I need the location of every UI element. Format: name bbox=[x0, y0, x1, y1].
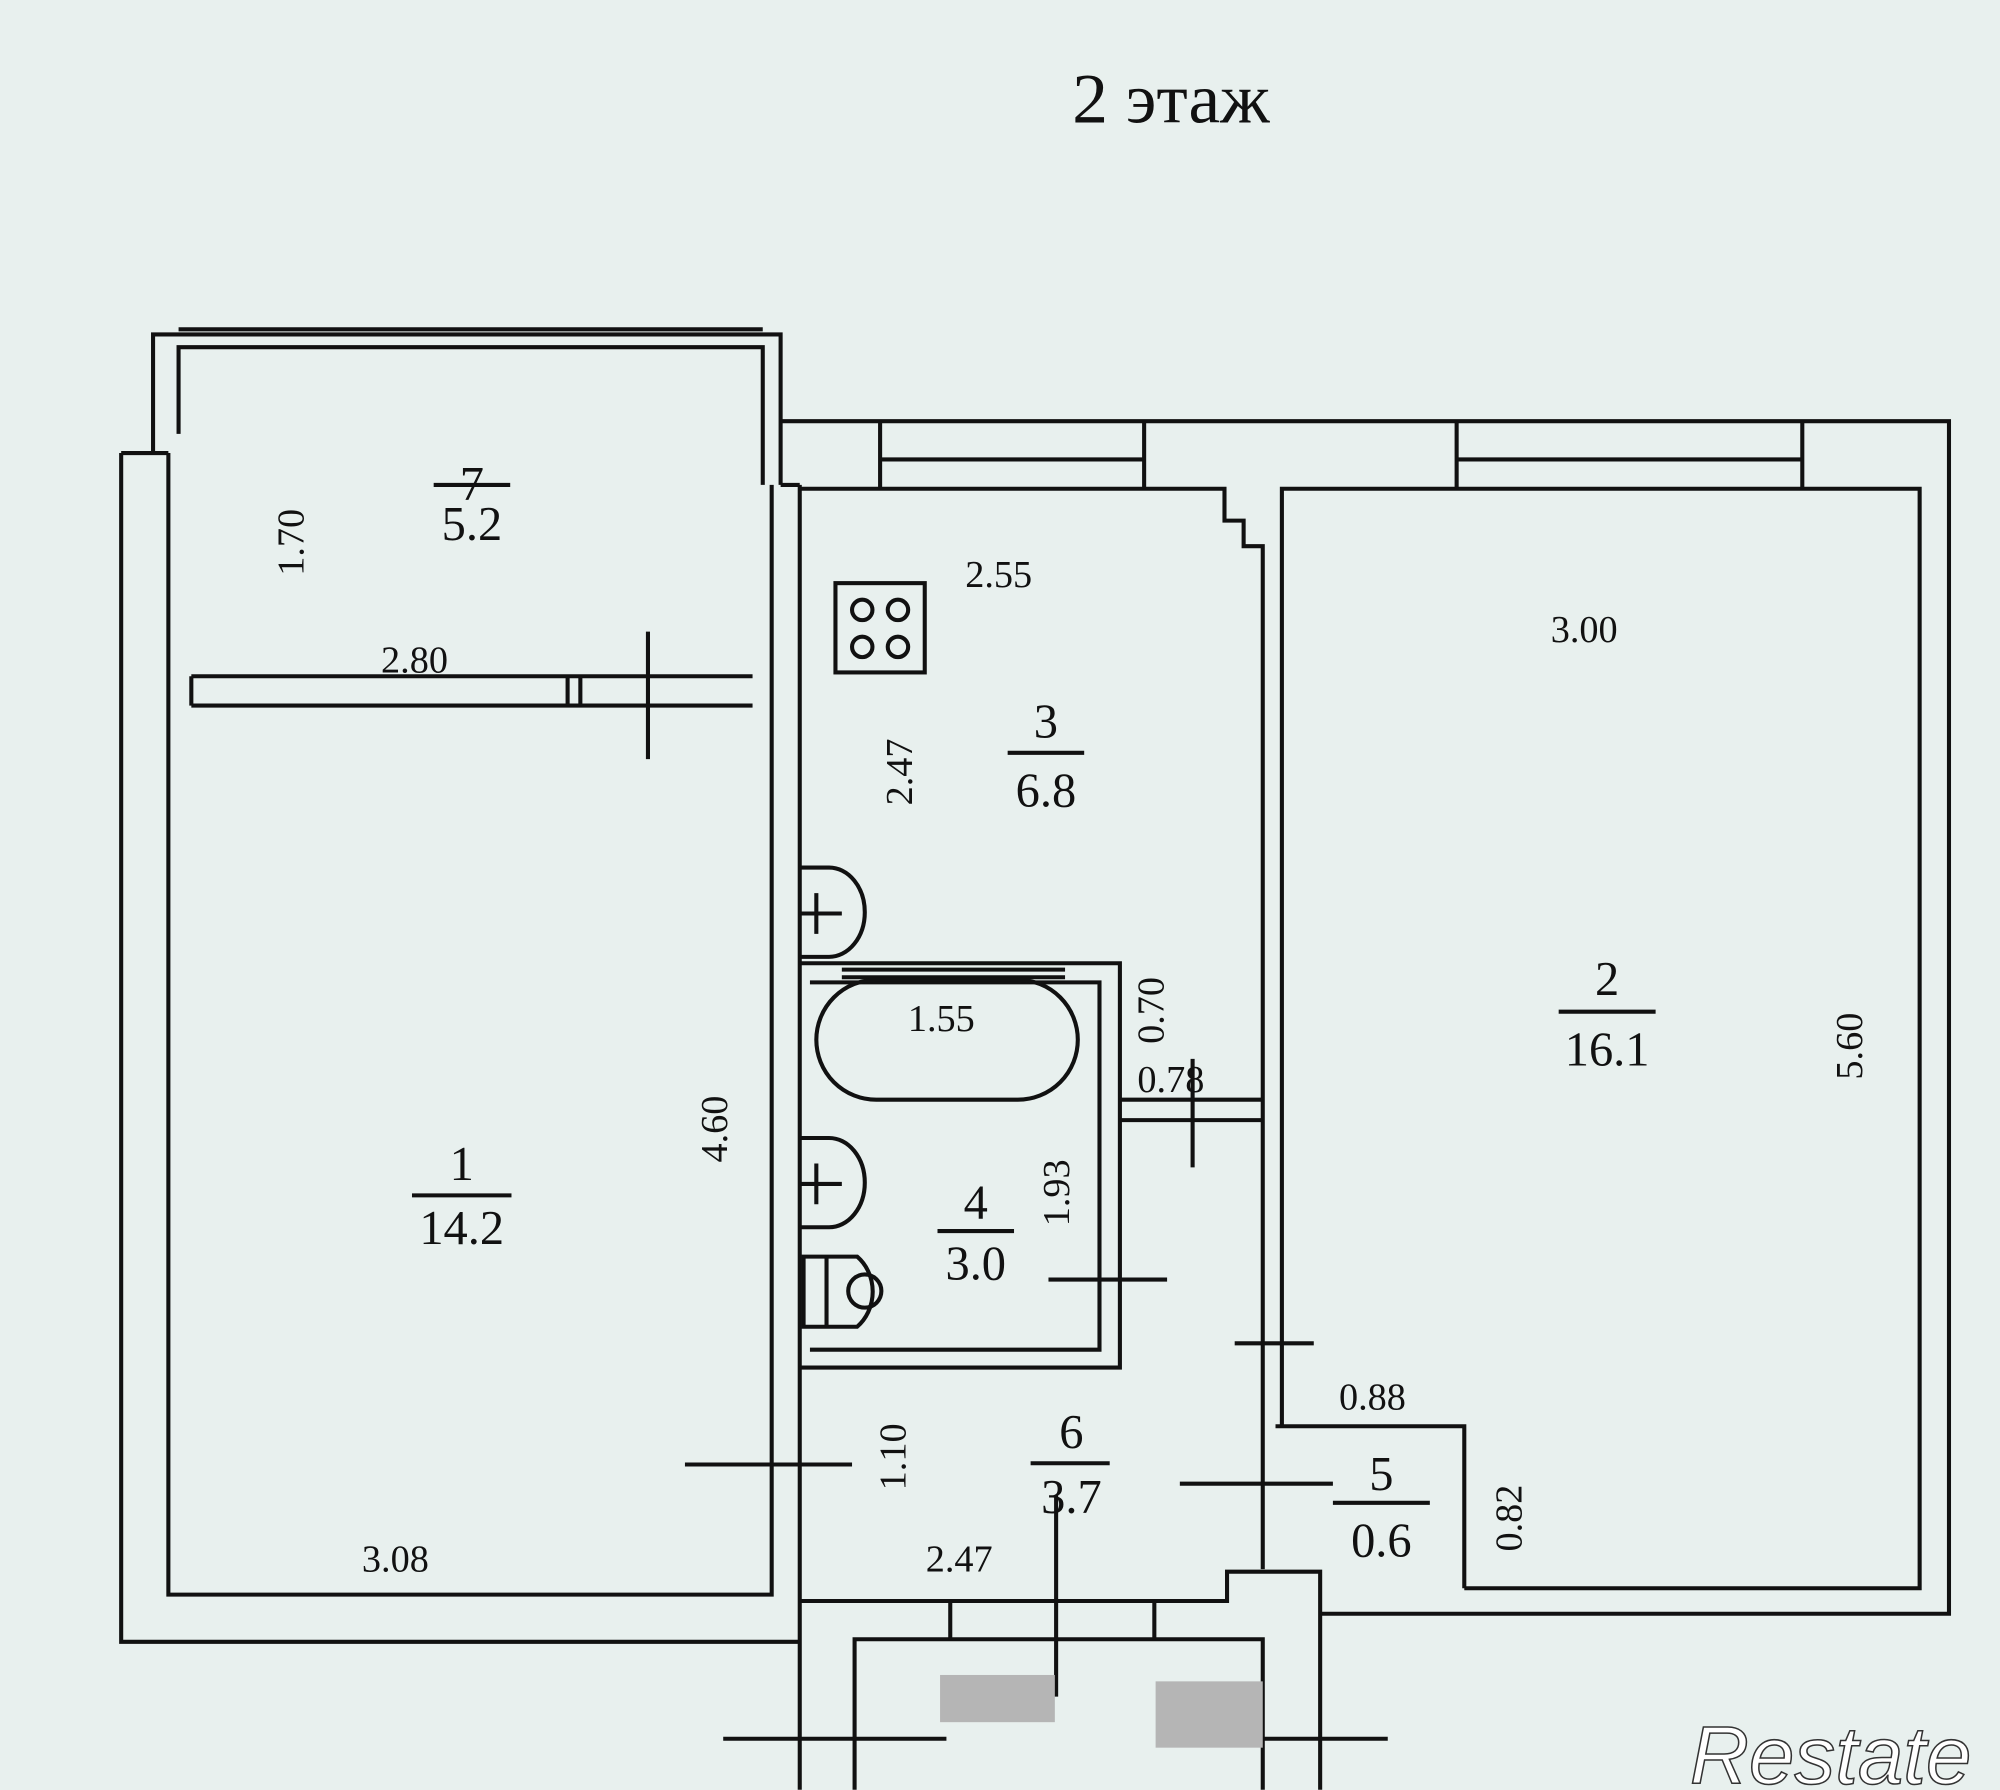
dim-bath-width: 1.55 bbox=[908, 998, 975, 1040]
room-number: 3 bbox=[1034, 695, 1058, 748]
dim-closet-width: 0.88 bbox=[1339, 1377, 1406, 1419]
room-label-7: 7 5.2 bbox=[433, 458, 511, 551]
redaction-marks bbox=[940, 1674, 1263, 1748]
dim-kitchen-depth: 2.47 bbox=[879, 738, 921, 805]
walls bbox=[119, 327, 1952, 1790]
room-label-2: 2 16.1 bbox=[1558, 953, 1656, 1076]
room-area: 5.2 bbox=[442, 498, 503, 551]
dim-balcony-depth: 1.70 bbox=[271, 509, 313, 576]
dimensions: 1.70 2.80 2.55 2.47 3.00 5.60 1.55 1.93 … bbox=[271, 509, 1872, 1581]
room-number: 2 bbox=[1595, 953, 1619, 1006]
room-number: 5 bbox=[1369, 1448, 1393, 1501]
room-area: 14.2 bbox=[419, 1202, 504, 1255]
room-number: 4 bbox=[964, 1176, 988, 1229]
dim-closet-depth: 0.82 bbox=[1489, 1485, 1531, 1552]
watermark-logo: Restate bbox=[1690, 1710, 1971, 1790]
room-number: 1 bbox=[450, 1138, 474, 1191]
dim-niche-depth: 0.70 bbox=[1130, 977, 1172, 1044]
dim-kitchen-width: 2.55 bbox=[965, 554, 1032, 596]
dim-bath-depth: 1.93 bbox=[1036, 1159, 1078, 1226]
room-label-5: 5 0.6 bbox=[1332, 1448, 1430, 1567]
room-area: 3.7 bbox=[1041, 1471, 1102, 1524]
room-area: 3.0 bbox=[945, 1238, 1006, 1291]
dim-room2-width: 3.00 bbox=[1551, 609, 1618, 651]
room-number: 6 bbox=[1059, 1406, 1083, 1459]
bathtub-icon bbox=[814, 977, 1080, 1102]
dim-room1-depth: 4.60 bbox=[694, 1096, 736, 1163]
washbasin-icon bbox=[801, 1135, 867, 1230]
room-label-1: 1 14.2 bbox=[411, 1138, 512, 1255]
dim-hall-width: 2.47 bbox=[926, 1539, 993, 1581]
room-area: 0.6 bbox=[1351, 1514, 1412, 1567]
room-label-3: 3 6.8 bbox=[1007, 695, 1085, 817]
dim-balcony-width: 2.80 bbox=[381, 639, 448, 681]
room-area: 6.8 bbox=[1016, 764, 1077, 817]
toilet-icon bbox=[801, 1254, 884, 1329]
stove-icon bbox=[833, 581, 927, 675]
floor-title: 2 этаж bbox=[1072, 60, 1270, 139]
dimension-ticks bbox=[645, 631, 1388, 1741]
room-area: 16.1 bbox=[1565, 1023, 1650, 1076]
dim-hall-depth: 1.10 bbox=[873, 1423, 915, 1490]
room-label-4: 4 3.0 bbox=[937, 1176, 1015, 1291]
dim-niche-width: 0.78 bbox=[1137, 1059, 1204, 1101]
kitchen-sink-icon bbox=[801, 865, 867, 959]
dim-room1-width: 3.08 bbox=[362, 1539, 429, 1581]
dim-room2-depth: 5.60 bbox=[1829, 1013, 1871, 1080]
room-label-6: 6 3.7 bbox=[1030, 1406, 1110, 1524]
